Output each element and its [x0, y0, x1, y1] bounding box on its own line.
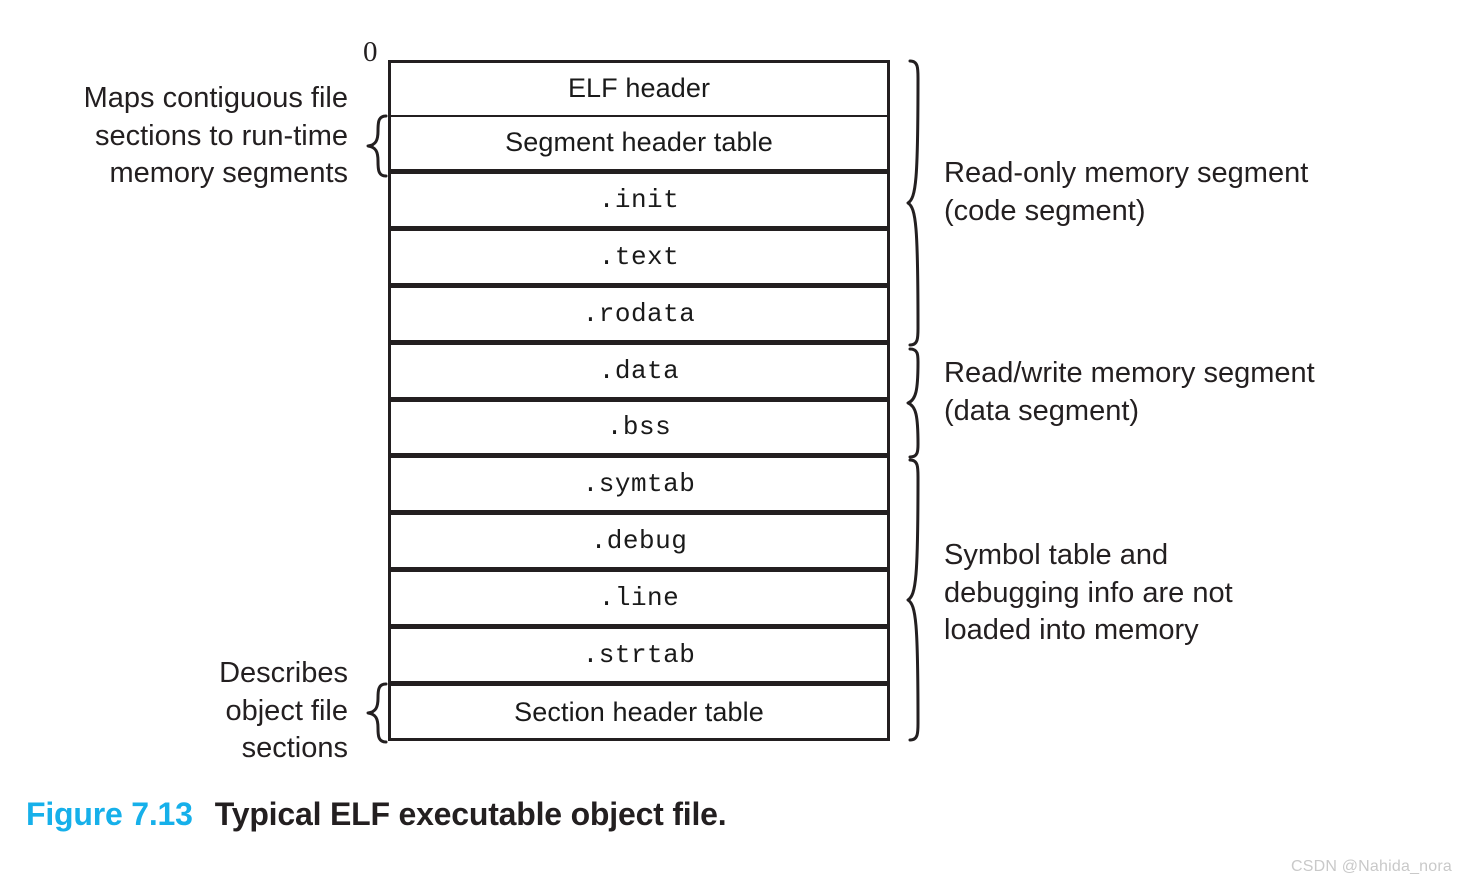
section-label: Segment header table [505, 127, 773, 158]
annotation-read-only-segment: Read-only memory segment (code segment) [944, 157, 1309, 227]
section-row-text: .text [391, 225, 887, 283]
section-row-elf-header: ELF header [391, 63, 887, 115]
figure-caption: Figure 7.13 Typical ELF executable object… [26, 796, 727, 833]
section-row-debug: .debug [391, 510, 887, 567]
right-brace-read-write-segment [906, 347, 920, 459]
annotation-not-loaded-into-memory: Symbol table and debugging info are not … [944, 539, 1233, 647]
section-row-bss: .bss [391, 396, 887, 454]
section-label: .bss [606, 412, 672, 443]
annotation-describes-sections: Describes object file sections [219, 657, 348, 765]
annotation-read-write-segment: Read/write memory segment (data segment) [944, 357, 1315, 427]
section-label: .symtab [582, 469, 696, 500]
section-label: .line [598, 583, 680, 614]
origin-offset-label: 0 [363, 36, 378, 68]
section-label: .debug [590, 526, 688, 557]
left-brace-describes-sections [366, 682, 388, 744]
figure-title: Typical ELF executable object file. [214, 796, 727, 832]
right-brace-not-loaded [906, 458, 920, 742]
left-brace-maps-contiguous [366, 114, 388, 178]
section-label: .text [598, 241, 680, 272]
section-label: .rodata [582, 298, 696, 329]
section-label: ELF header [567, 73, 711, 104]
section-label: .data [598, 355, 680, 386]
section-row-segment-header-table: Segment header table [391, 114, 887, 169]
right-brace-read-only-segment [906, 59, 920, 347]
watermark-text: CSDN @Nahida_nora [1290, 858, 1452, 875]
section-label: Section header table [514, 696, 764, 727]
section-row-section-header-table: Section header table [391, 681, 887, 738]
section-row-rodata: .rodata [391, 282, 887, 340]
section-row-line: .line [391, 567, 887, 624]
section-row-symtab: .symtab [391, 453, 887, 510]
section-label: .strtab [582, 640, 696, 671]
section-row-strtab: .strtab [391, 624, 887, 681]
section-row-init: .init [391, 168, 887, 226]
section-row-data: .data [391, 339, 887, 397]
figure-number: Figure 7.13 [26, 796, 193, 832]
annotation-maps-contiguous: Maps contiguous file sections to run-tim… [83, 82, 348, 190]
elf-section-stack: ELF header Segment header table .init .t… [388, 60, 890, 741]
section-label: .init [598, 184, 680, 215]
